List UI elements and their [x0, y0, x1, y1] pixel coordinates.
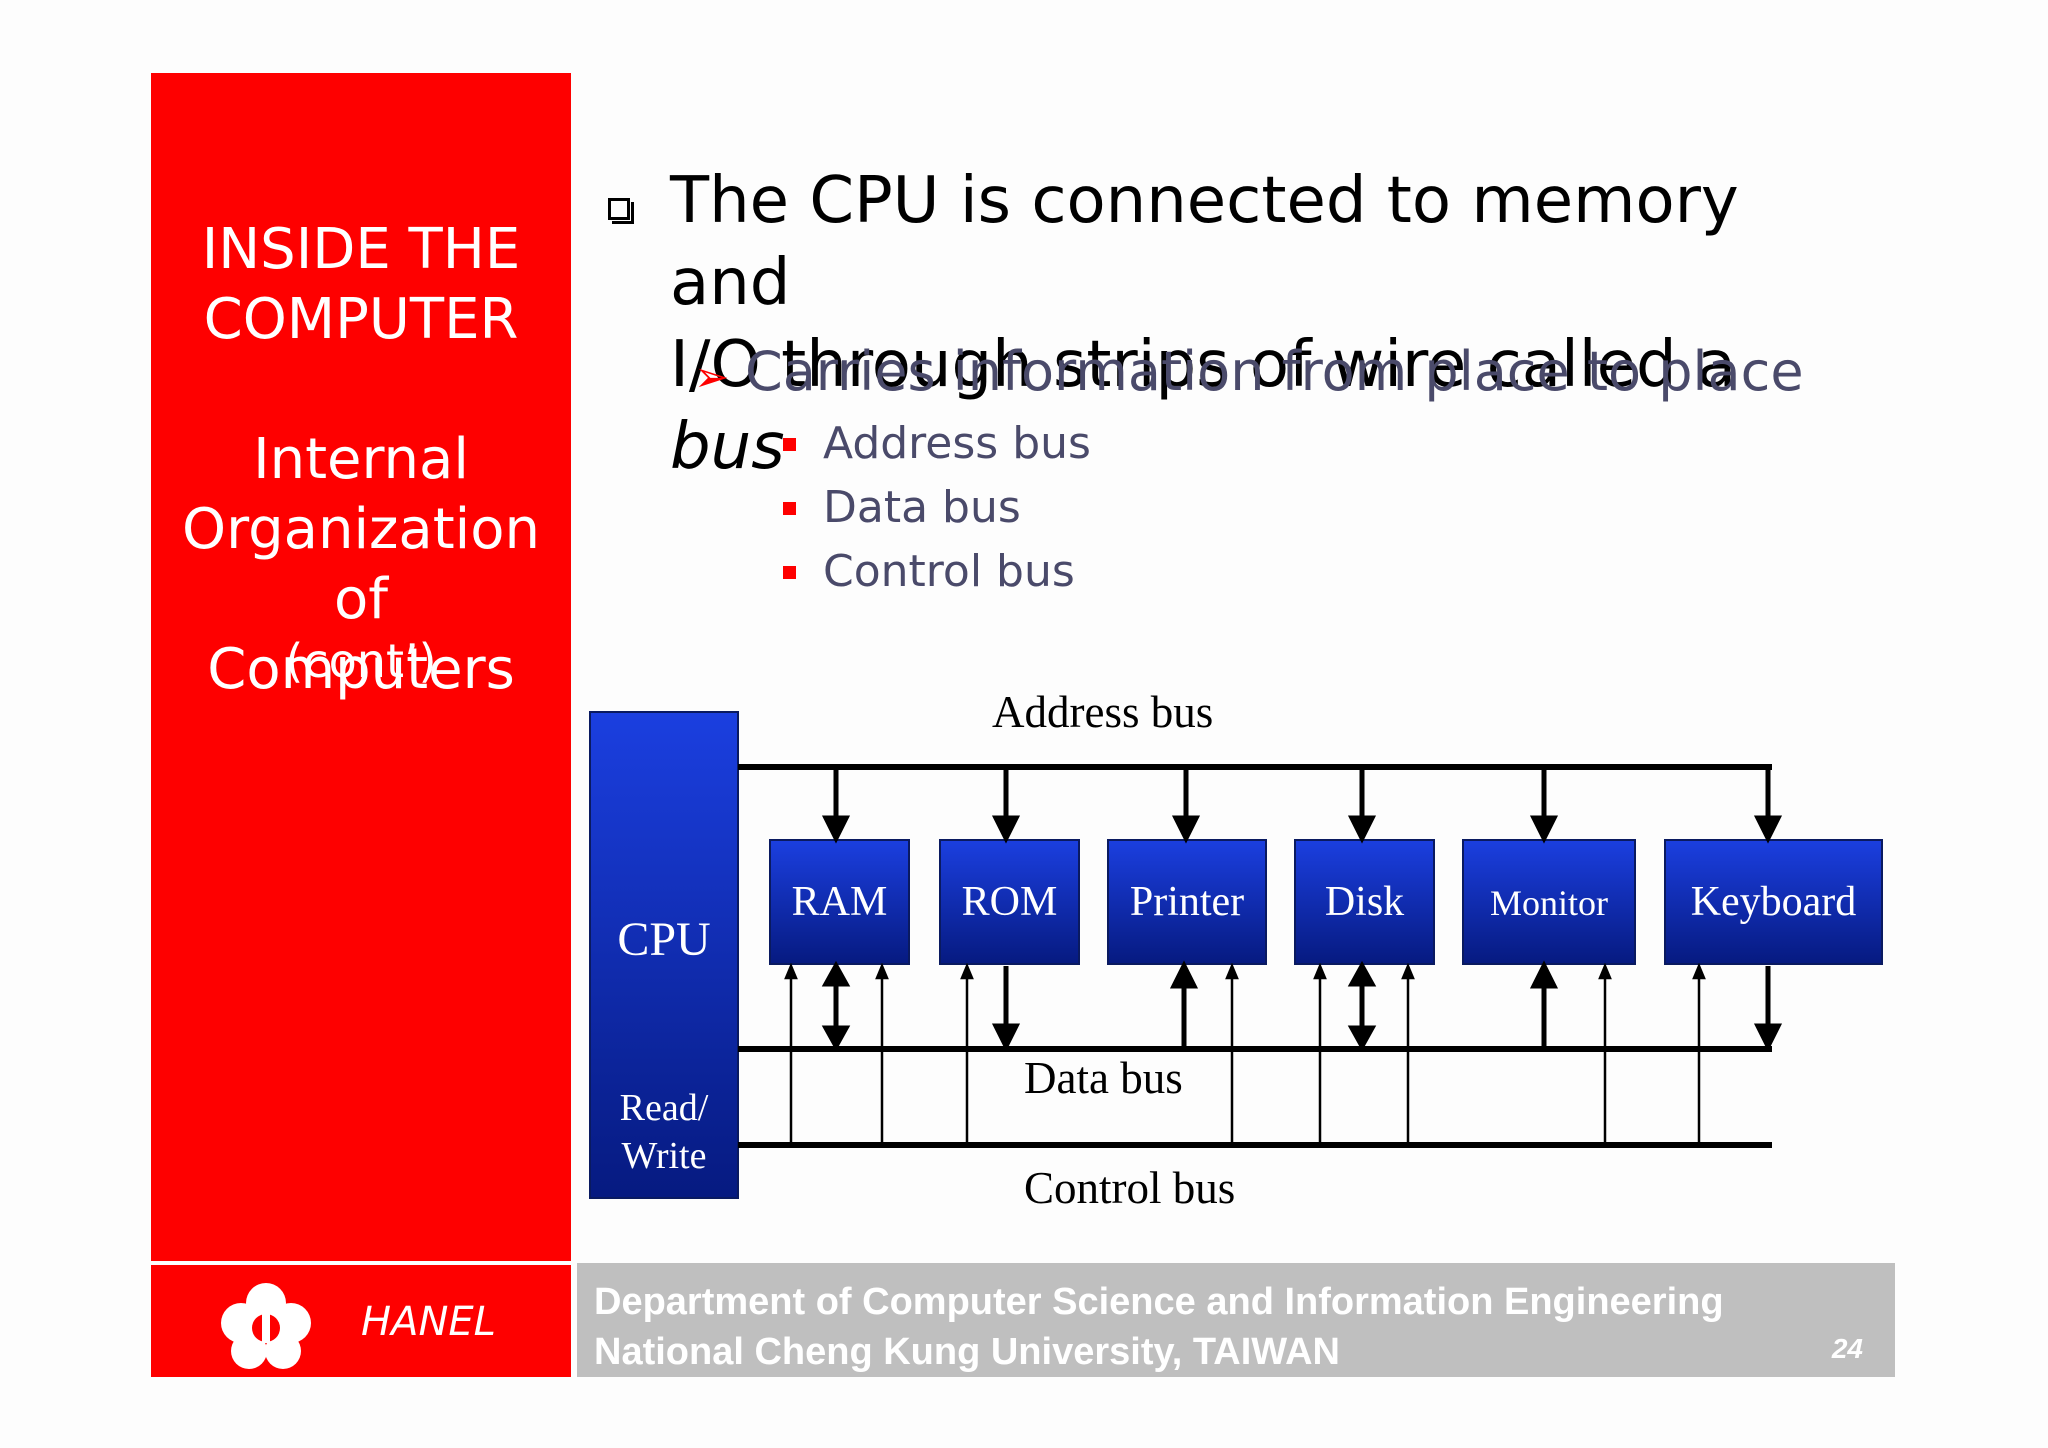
read-label: Read/: [619, 1087, 709, 1129]
printer-box: [1107, 839, 1267, 965]
ram-box: [769, 839, 910, 965]
footer-info: Department of Computer Science and Infor…: [577, 1263, 1895, 1377]
sub-bullet: Carries information from place to place: [745, 340, 1804, 403]
slide-subtitle-line2: Organization of: [181, 497, 540, 632]
keyboard-box: [1664, 839, 1883, 965]
red-square-bullet-icon: [783, 438, 796, 451]
device-label-ram: RAM: [791, 879, 888, 925]
device-label-rom: ROM: [961, 879, 1058, 925]
slide-subtitle-line1: Internal: [253, 427, 469, 492]
author-name: HANEL: [361, 1299, 496, 1345]
university-line: National Cheng Kung University, TAIWAN: [594, 1331, 1340, 1373]
device-label-keyboard: Keyboard: [1690, 879, 1857, 925]
section-heading-line2: COMPUTER: [203, 287, 519, 352]
slide-subtitle: Internal Organization of Computers: [151, 425, 571, 705]
rom-box: [939, 839, 1080, 965]
device-label-monitor: Monitor: [1489, 883, 1608, 923]
red-square-bullet-icon: [783, 502, 796, 515]
cpu-label: CPU: [617, 913, 711, 966]
square-bullet-icon: [608, 198, 634, 224]
device-label-disk: Disk: [1324, 879, 1405, 925]
address-bus-label: Address bus: [992, 687, 1214, 737]
continued-label: (cont’): [285, 634, 437, 688]
arrow-bullet-icon: ➢: [694, 352, 730, 401]
slide-subtitle-line3: Computers: [207, 637, 515, 702]
section-heading: INSIDE THE COMPUTER: [151, 215, 571, 355]
monitor-box: [1462, 839, 1636, 965]
address-arrows: [821, 767, 1783, 844]
list-item-label: Address bus: [823, 418, 1091, 469]
red-square-bullet-icon: [783, 566, 796, 579]
main-bullet-line2: I/O through strips of wire called a bus: [670, 324, 1870, 488]
disk-box: [1294, 839, 1435, 965]
section-heading-line1: INSIDE THE: [201, 217, 521, 282]
main-bullet: The CPU is connected to memory and I/O t…: [670, 160, 1870, 488]
cpu-block: [589, 711, 739, 1199]
bus-emphasis: bus: [670, 410, 785, 484]
main-bullet-line2-text: I/O through strips of wire called a: [670, 328, 1737, 402]
read-write-label: Read/ Write: [590, 1084, 738, 1180]
device-label-printer: Printer: [1129, 879, 1245, 925]
write-label: Write: [621, 1135, 707, 1177]
department-line: Department of Computer Science and Infor…: [594, 1281, 1724, 1323]
department-info: Department of Computer Science and Infor…: [594, 1277, 1724, 1377]
title-panel: INSIDE THE COMPUTER Internal Organizatio…: [151, 73, 571, 1261]
data-arrows: [821, 960, 1783, 1052]
control-bus-label: Control bus: [1024, 1163, 1236, 1213]
control-lines: [784, 962, 1706, 1145]
page-number: 24: [1831, 1333, 1863, 1364]
footer-logo-panel: HANEL: [151, 1265, 571, 1377]
list-item-label: Data bus: [823, 482, 1021, 533]
university-logo-icon: [221, 1283, 311, 1369]
list-item-label: Control bus: [823, 546, 1075, 597]
main-bullet-line1: The CPU is connected to memory and: [670, 164, 1739, 320]
data-bus-label: Data bus: [1024, 1053, 1183, 1103]
